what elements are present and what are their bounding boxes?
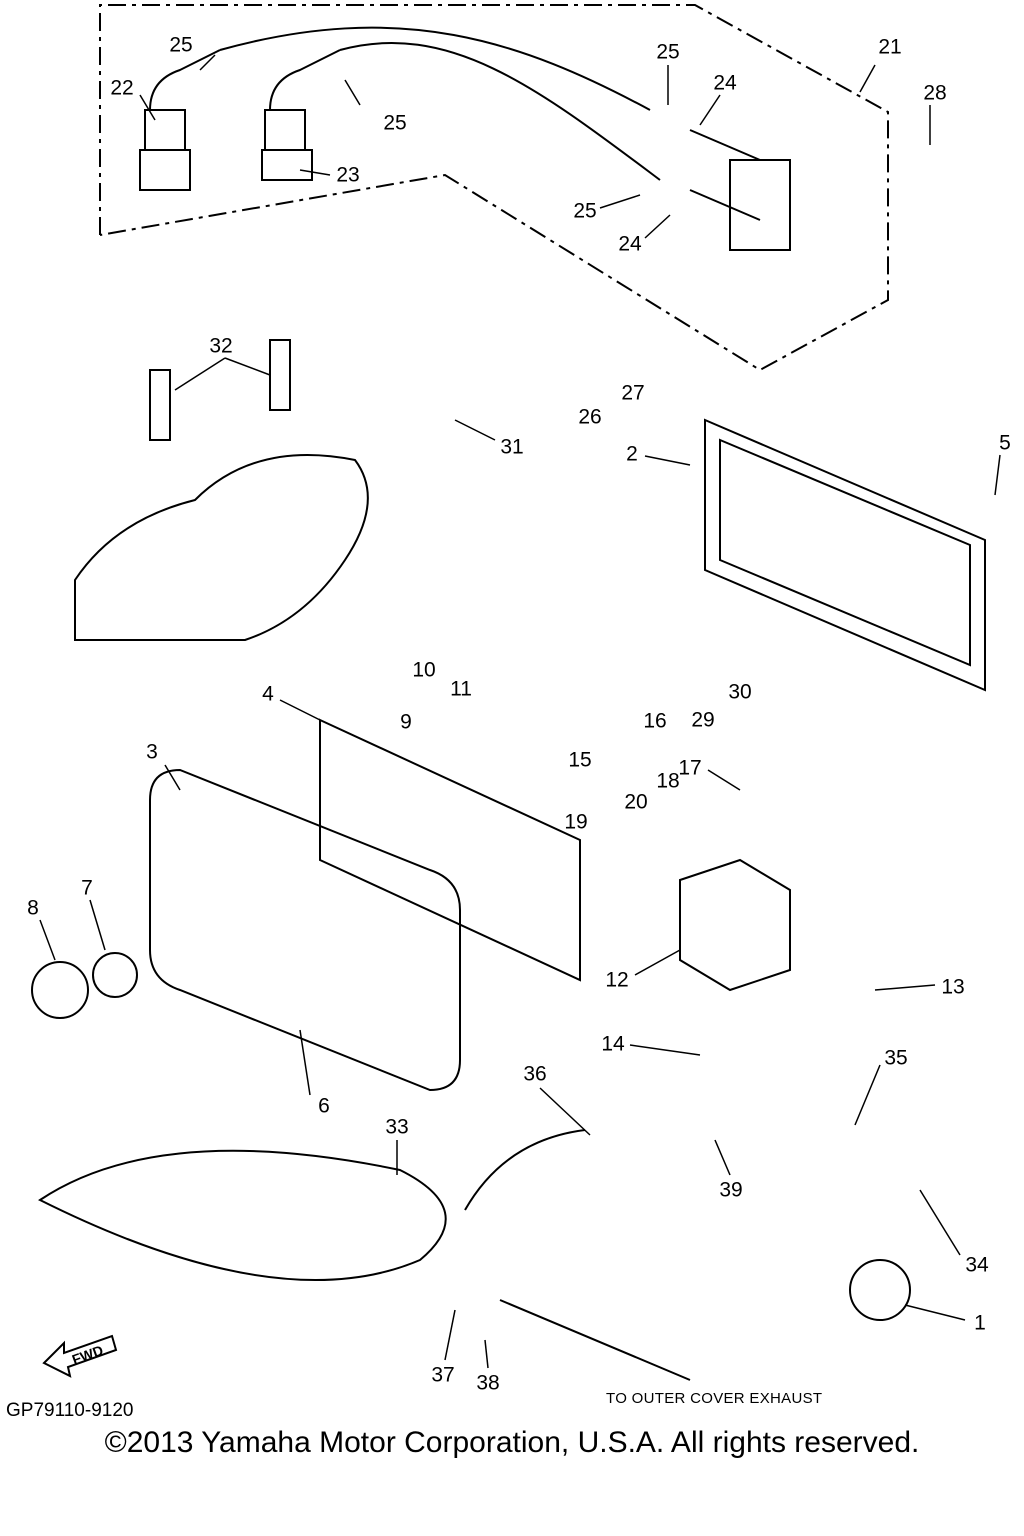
callout-16[interactable]: 16 [643, 709, 667, 733]
callout-5[interactable]: 5 [999, 431, 1011, 455]
callout-25[interactable]: 25 [656, 40, 680, 64]
callout-20[interactable]: 20 [624, 790, 648, 814]
exhaust-note: TO OUTER COVER EXHAUST [606, 1390, 823, 1407]
clamp-1 [849, 1259, 911, 1321]
callout-22[interactable]: 22 [110, 76, 134, 100]
cable-to-exhaust [464, 1129, 691, 1381]
callout-33[interactable]: 33 [385, 1115, 409, 1139]
cdi-unit-12 [679, 858, 791, 992]
callout-30[interactable]: 30 [728, 680, 752, 704]
cap-8 [31, 961, 89, 1019]
diagram-code: GP79110-9120 [6, 1400, 134, 1421]
callout-26[interactable]: 26 [578, 405, 602, 429]
callout-10[interactable]: 10 [412, 658, 436, 682]
callout-18[interactable]: 18 [656, 769, 680, 793]
callout-19[interactable]: 19 [564, 810, 588, 834]
callout-38[interactable]: 38 [476, 1371, 500, 1395]
callout-9[interactable]: 9 [400, 710, 412, 734]
callout-24[interactable]: 24 [618, 232, 642, 256]
callout-11[interactable]: 11 [450, 677, 472, 701]
callout-35[interactable]: 35 [884, 1046, 908, 1070]
plug-cap-23 [261, 49, 341, 181]
callout-21[interactable]: 21 [878, 35, 902, 59]
callout-7[interactable]: 7 [81, 876, 93, 900]
callout-25[interactable]: 25 [383, 111, 407, 135]
callout-8[interactable]: 8 [27, 896, 39, 920]
callout-39[interactable]: 39 [719, 1178, 743, 1202]
callout-15[interactable]: 15 [568, 748, 592, 772]
callout-37[interactable]: 37 [431, 1363, 455, 1387]
gasket-4 [319, 718, 581, 982]
callout-31[interactable]: 31 [500, 435, 524, 459]
cylinder-head [74, 454, 369, 641]
wire-harness-33 [38, 1149, 447, 1281]
plug-cap-22 [139, 49, 221, 191]
callout-27[interactable]: 27 [621, 381, 645, 405]
callout-1[interactable]: 1 [974, 1311, 986, 1335]
o-ring-7 [92, 952, 138, 998]
spark-plugs-32 [149, 339, 291, 441]
callout-34[interactable]: 34 [965, 1253, 989, 1277]
fwd-label: FWD [70, 1342, 105, 1368]
cover-3 [149, 768, 461, 1092]
callout-36[interactable]: 36 [523, 1062, 547, 1086]
callout-3[interactable]: 3 [146, 740, 158, 764]
callout-25[interactable]: 25 [169, 33, 193, 57]
callout-25[interactable]: 25 [573, 199, 597, 223]
callout-12[interactable]: 12 [605, 968, 629, 992]
ignition-coil [689, 129, 791, 251]
callout-2[interactable]: 2 [626, 442, 638, 466]
callout-17[interactable]: 17 [678, 756, 702, 780]
callout-14[interactable]: 14 [601, 1032, 625, 1056]
callout-32[interactable]: 32 [209, 334, 233, 358]
ignition-coil-group-boundary [99, 4, 889, 372]
callout-23[interactable]: 23 [336, 163, 360, 187]
callout-4[interactable]: 4 [262, 682, 274, 706]
forward-arrow-icon: FWD [42, 1318, 122, 1383]
callout-24[interactable]: 24 [713, 71, 737, 95]
callout-29[interactable]: 29 [691, 708, 715, 732]
callout-28[interactable]: 28 [923, 81, 947, 105]
callout-13[interactable]: 13 [941, 975, 965, 999]
high-tension-cords [219, 26, 661, 181]
callout-6[interactable]: 6 [318, 1094, 330, 1118]
copyright-notice: ©2013 Yamaha Motor Corporation, U.S.A. A… [104, 1426, 920, 1459]
bracket-2 [704, 418, 986, 692]
